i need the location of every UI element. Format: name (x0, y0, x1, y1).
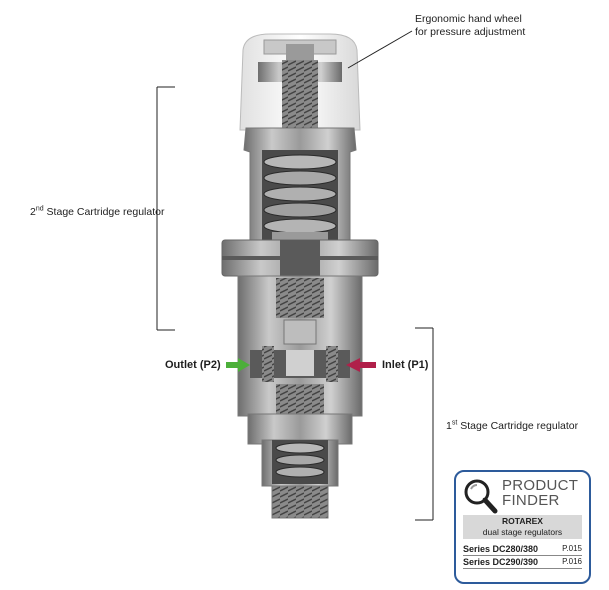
outlet-arrow (226, 358, 250, 372)
first-stage-body (247, 413, 353, 519)
second-stage-label: 2nd Stage Cartridge regulator (30, 206, 164, 219)
hand-wheel-callout: Ergonomic hand wheel for pressure adjust… (415, 13, 525, 39)
second-stage-bracket (156, 86, 175, 331)
brand-name: ROTAREX (502, 516, 543, 526)
hand-wheel (239, 33, 361, 131)
product-finder-title-line1: PRODUCT (502, 477, 579, 494)
hand-wheel-line1: Ergonomic hand wheel (415, 13, 522, 25)
second-stage-body (243, 127, 357, 244)
series-page: P.015 (562, 544, 582, 553)
outlet-label: Outlet (P2) (165, 359, 221, 371)
product-finder-title-line2: FINDER (502, 492, 560, 509)
series-row[interactable]: Series DC290/390 P.016 (463, 556, 582, 569)
inlet-arrow (346, 358, 376, 372)
inlet-label: Inlet (P1) (382, 359, 429, 371)
first-stage-text: Stage Cartridge regulator (457, 420, 579, 432)
middle-body (237, 275, 363, 417)
series-name: Series DC280/380 (463, 544, 539, 554)
second-stage-sup: nd (35, 205, 44, 213)
series-page: P.016 (562, 557, 582, 566)
series-name: Series DC290/390 (463, 557, 539, 567)
second-stage-num: 2 (30, 206, 36, 218)
hand-wheel-line2: for pressure adjustment (415, 26, 526, 38)
product-finder-title: PRODUCT FINDER (502, 478, 578, 508)
hand-wheel-leader (347, 30, 413, 69)
product-finder-badge[interactable]: PRODUCT FINDER ROTAREX dual stage regula… (454, 470, 591, 584)
product-finder-subtitle: dual stage regulators (482, 527, 563, 537)
second-stage-text: Stage Cartridge regulator (43, 206, 165, 218)
center-flange (221, 239, 379, 277)
product-finder-band: ROTAREX dual stage regulators (463, 515, 582, 539)
magnifier-icon (464, 479, 498, 514)
series-row[interactable]: Series DC280/380 P.015 (463, 543, 582, 556)
first-stage-num: 1 (446, 420, 452, 432)
first-stage-label: 1st Stage Cartridge regulator (446, 420, 578, 433)
first-stage-sup: st (451, 419, 458, 427)
first-stage-bracket (415, 327, 434, 521)
